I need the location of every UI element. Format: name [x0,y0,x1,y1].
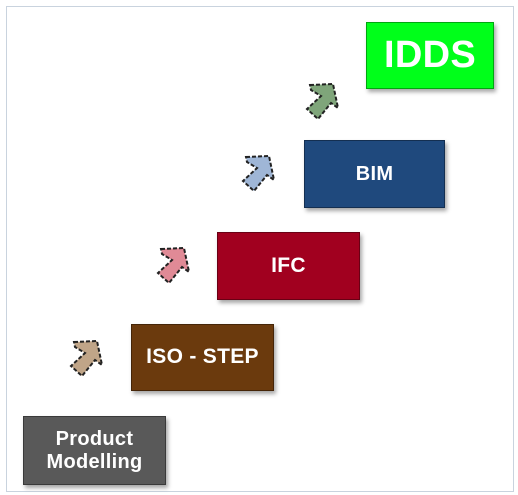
step-up-arrow-icon [297,79,343,125]
arrow-shape [156,246,191,285]
arrow-shape [69,339,104,378]
diagram-frame [6,6,514,492]
ifc-label: IFC [271,253,306,277]
bim-box: BIM [304,140,445,208]
iso-step-label: ISO - STEP [146,345,259,369]
product-modelling-label-line-2: Modelling [46,450,143,473]
product-modelling-box: Product Modelling [23,416,166,485]
step-up-arrow-icon [61,336,107,382]
product-modelling-label-line-1: Product [55,427,134,450]
step-up-arrow-icon [148,243,194,289]
iso-step-box: ISO - STEP [131,324,274,391]
idds-box: IDDS [366,22,494,89]
idds-label: IDDS [384,33,476,76]
ifc-box: IFC [217,232,360,300]
arrow-shape [241,154,276,193]
step-up-arrow-icon [233,151,279,197]
bim-label: BIM [355,162,394,185]
arrow-shape [305,82,340,121]
